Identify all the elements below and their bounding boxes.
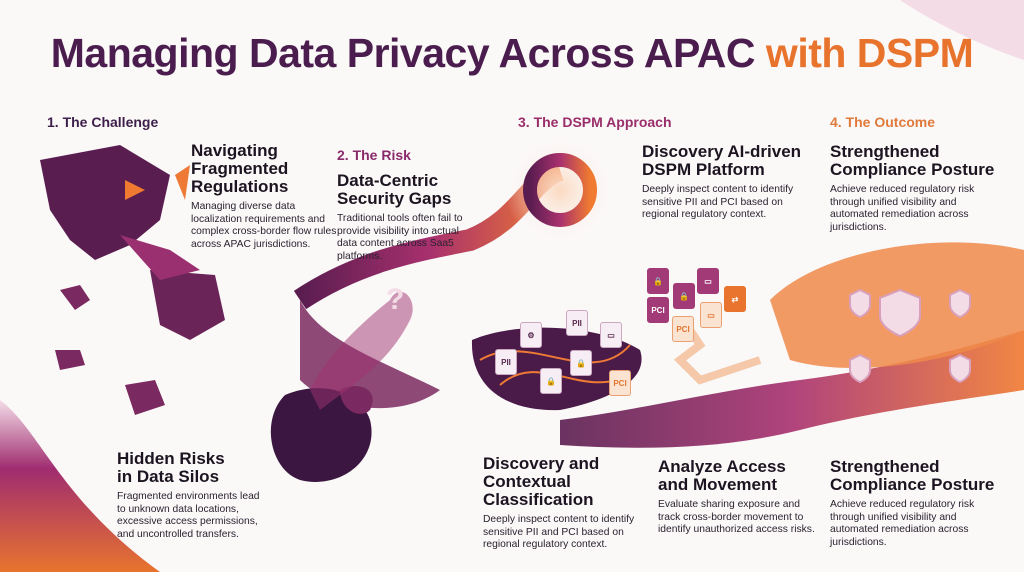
pci-tag-icon: PCI bbox=[647, 297, 669, 323]
lock-tag-icon: 🔒 bbox=[673, 283, 695, 309]
card-body: Managing diverse data localization requi… bbox=[191, 201, 337, 250]
page-title: Managing Data Privacy Across APAC with D… bbox=[0, 30, 1024, 77]
card-body: Achieve reduced regulatory risk through … bbox=[830, 499, 975, 548]
pii-file-icon: PII bbox=[495, 349, 517, 375]
question-mark-icon: ? bbox=[386, 283, 405, 316]
card-body: Deeply inspect content to identify sensi… bbox=[642, 184, 794, 220]
section-label-outcome: 4. The Outcome bbox=[830, 114, 936, 130]
section-label-approach: 3. The DSPM Approach bbox=[518, 114, 672, 130]
title-main: Managing Data Privacy Across APAC bbox=[50, 30, 756, 76]
card-file-icon: ▭ bbox=[600, 322, 622, 348]
apac-map bbox=[40, 145, 170, 260]
section-label-challenge: 1. The Challenge bbox=[47, 114, 159, 130]
card-body: Achieve reduced regulatory risk through … bbox=[830, 184, 975, 233]
transfer-tag-icon: ⇄ bbox=[724, 286, 746, 312]
card-tag-icon: ▭ bbox=[697, 268, 719, 294]
lock-file-icon: 🔒 bbox=[540, 368, 562, 394]
data-silo-blob bbox=[270, 388, 372, 482]
card-body: Deeply inspect content to identify sensi… bbox=[483, 514, 635, 550]
card-body: Traditional tools often fail to provide … bbox=[337, 213, 463, 262]
lock-file-icon: 🔒 bbox=[570, 350, 592, 376]
card-body: Evaluate sharing exposure and track cros… bbox=[658, 499, 815, 535]
pci-file-icon: PCI bbox=[609, 370, 631, 396]
dspm-ring-icon bbox=[523, 153, 597, 227]
corner-wave bbox=[0, 400, 160, 572]
outcome-ribbon bbox=[560, 330, 1024, 448]
section-label-risk: 2. The Risk bbox=[337, 147, 411, 163]
lock-tag-icon: 🔒 bbox=[647, 268, 669, 294]
card-body: Fragmented environments lead to unknown … bbox=[117, 491, 260, 540]
shield-network-icon bbox=[849, 288, 971, 384]
pii-file-icon: PII bbox=[566, 310, 588, 336]
card-tag-icon: ▭ bbox=[700, 302, 722, 328]
pci-tag-icon: PCI bbox=[672, 316, 694, 342]
file-icon: ⚙ bbox=[520, 322, 542, 348]
title-accent: with DSPM bbox=[765, 30, 974, 76]
